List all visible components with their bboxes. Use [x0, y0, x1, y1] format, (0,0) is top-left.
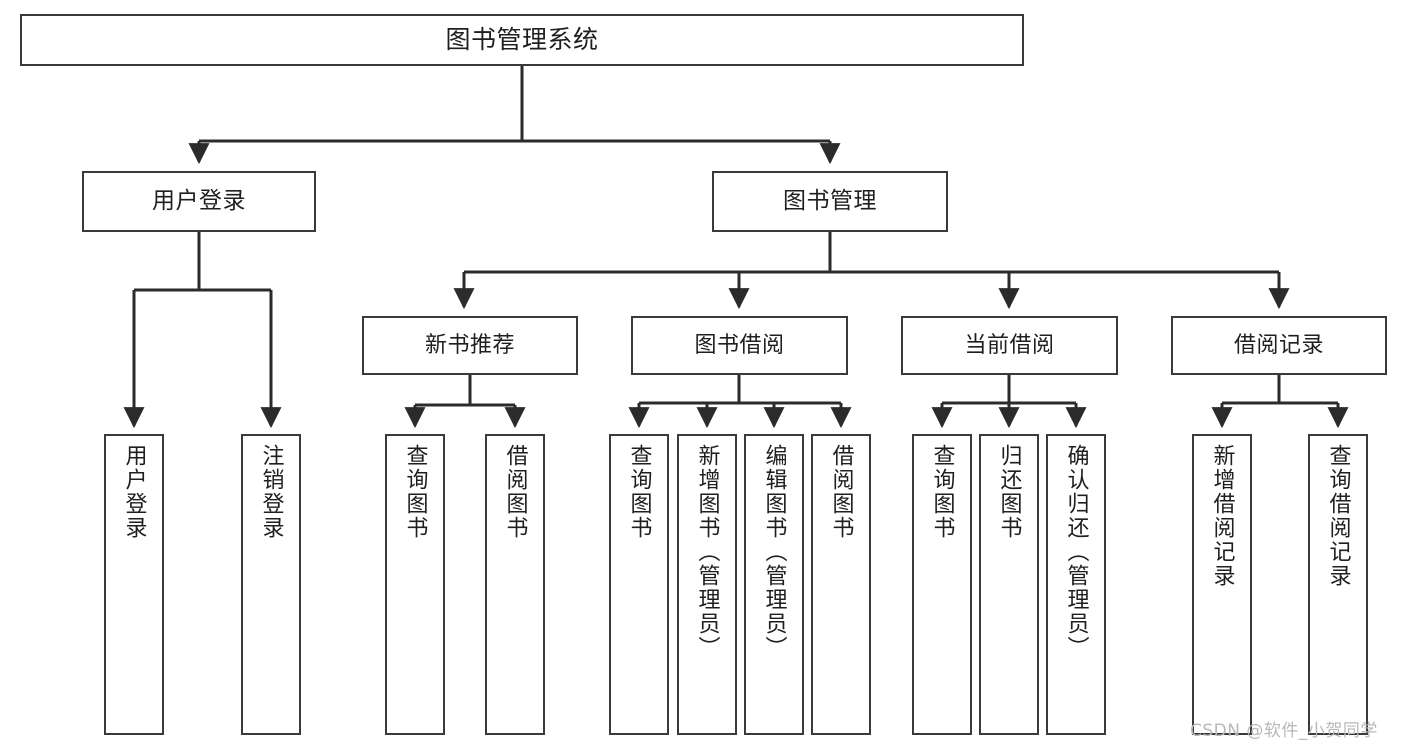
- node-new-book-recommend[interactable]: 新书推荐: [362, 316, 578, 375]
- node-user-login[interactable]: 用户登录: [82, 171, 316, 232]
- node-root-system[interactable]: 图书管理系统: [20, 14, 1024, 66]
- leaf-borrow-book-new[interactable]: 借阅图书: [485, 434, 545, 735]
- node-label: 查询借阅记录: [1325, 444, 1351, 588]
- leaf-add-book-admin[interactable]: 新增图书（管理员）: [677, 434, 737, 735]
- node-label: 图书借阅: [694, 332, 785, 358]
- leaf-confirm-return-admin[interactable]: 确认归还（管理员）: [1046, 434, 1106, 735]
- node-label: 新增借阅记录: [1209, 444, 1235, 588]
- node-label: 新书推荐: [424, 332, 515, 358]
- node-borrow-record[interactable]: 借阅记录: [1171, 316, 1387, 375]
- node-label: 用户登录: [121, 444, 147, 540]
- leaf-query-book-current[interactable]: 查询图书: [912, 434, 972, 735]
- node-label: 确认归还（管理员）: [1063, 444, 1089, 660]
- node-label: 用户登录: [152, 187, 246, 214]
- node-label: 图书管理: [783, 187, 877, 214]
- leaf-user-login[interactable]: 用户登录: [104, 434, 164, 735]
- node-label: 新增图书（管理员）: [694, 444, 720, 660]
- node-book-management[interactable]: 图书管理: [712, 171, 948, 232]
- node-label: 图书管理系统: [445, 25, 599, 55]
- leaf-add-borrow-record[interactable]: 新增借阅记录: [1192, 434, 1252, 735]
- node-label: 查询图书: [626, 444, 652, 540]
- node-label: 查询图书: [929, 444, 955, 540]
- csdn-watermark: CSDN @软件_小贺同学: [1190, 721, 1378, 741]
- node-label: 查询图书: [402, 444, 428, 540]
- leaf-query-borrow-record[interactable]: 查询借阅记录: [1308, 434, 1368, 735]
- node-label: 借阅图书: [502, 444, 528, 540]
- leaf-logout[interactable]: 注销登录: [241, 434, 301, 735]
- leaf-borrow-book[interactable]: 借阅图书: [811, 434, 871, 735]
- leaf-query-book-borrow[interactable]: 查询图书: [609, 434, 669, 735]
- leaf-edit-book-admin[interactable]: 编辑图书（管理员）: [744, 434, 804, 735]
- node-label: 注销登录: [258, 444, 284, 540]
- node-label: 借阅记录: [1233, 332, 1324, 358]
- node-label: 归还图书: [996, 444, 1022, 540]
- node-book-borrow[interactable]: 图书借阅: [631, 316, 848, 375]
- node-label: 当前借阅: [964, 332, 1055, 358]
- node-current-borrow[interactable]: 当前借阅: [901, 316, 1118, 375]
- leaf-query-book-new[interactable]: 查询图书: [385, 434, 445, 735]
- node-label: 编辑图书（管理员）: [761, 444, 787, 660]
- leaf-return-book[interactable]: 归还图书: [979, 434, 1039, 735]
- node-label: 借阅图书: [828, 444, 854, 540]
